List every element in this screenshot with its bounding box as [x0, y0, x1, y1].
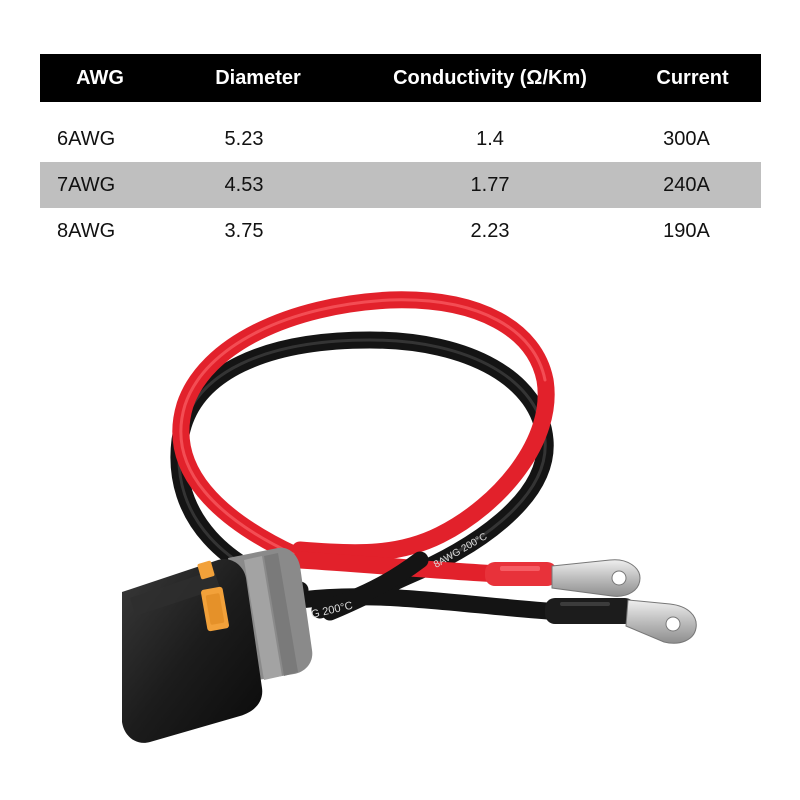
red-ring-lug [551, 559, 641, 597]
black-cable-tail [291, 588, 569, 621]
cell-diameter: 5.23 [224, 127, 264, 150]
cell-conductivity: 1.4 [476, 127, 504, 150]
table-row: 8AWG 3.75 2.23 190A [40, 208, 761, 254]
cell-awg: 8AWG [57, 219, 116, 242]
cell-conductivity: 2.23 [470, 219, 510, 242]
connector-tab-top [197, 560, 215, 580]
cable-product-image: 8AWG 200°C G 200°C [122, 291, 697, 743]
table-row: 7AWG 4.53 1.77 240A [40, 162, 761, 208]
cell-diameter: 3.75 [224, 219, 264, 242]
red-heat-shrink [485, 562, 557, 586]
header-conductivity: Conductivity (Ω/Km) [393, 66, 587, 89]
cell-awg: 7AWG [57, 173, 116, 196]
table-row: 6AWG 5.23 1.4 300A [40, 116, 761, 162]
black-ring-lug [625, 599, 697, 644]
cell-current: 240A [663, 173, 710, 196]
header-diameter: Diameter [215, 66, 301, 89]
header-current: Current [656, 66, 729, 89]
cell-current: 300A [663, 127, 710, 150]
cell-diameter: 4.53 [224, 173, 264, 196]
spec-table: AWG Diameter Conductivity (Ω/Km) Current… [40, 54, 761, 254]
black-heat-shrink [545, 598, 635, 624]
cell-current: 190A [663, 219, 710, 242]
table-header-row: AWG Diameter Conductivity (Ω/Km) Current [40, 54, 761, 102]
cell-conductivity: 1.77 [470, 173, 510, 196]
cell-awg: 6AWG [57, 127, 116, 150]
header-awg: AWG [76, 66, 124, 89]
